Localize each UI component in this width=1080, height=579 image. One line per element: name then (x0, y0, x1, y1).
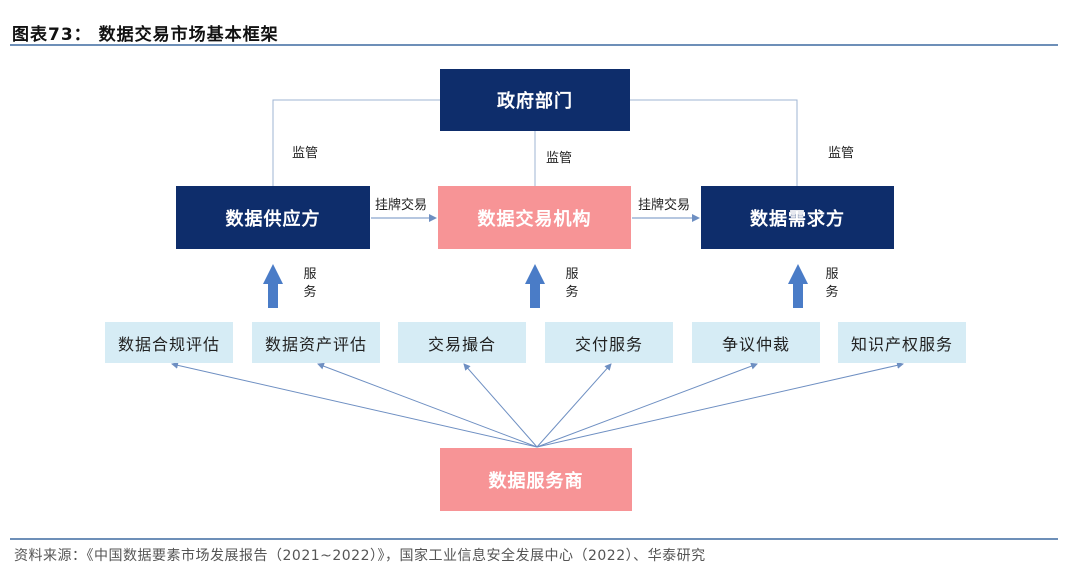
listing-label-right: 挂牌交易 (638, 198, 691, 213)
bottom-rule (10, 538, 1058, 540)
top-rule (10, 44, 1058, 46)
service-ip: 知识产权服务 (838, 322, 966, 363)
supervise-line-left (272, 99, 440, 186)
service-asset-assessment: 数据资产评估 (252, 322, 380, 363)
service-label-mid: 服务 (565, 267, 579, 300)
source-footnote: 资料来源：《中国数据要素市场发展报告（2021~2022）》，国家工业信息安全发… (14, 548, 706, 564)
service-delivery: 交付服务 (545, 322, 673, 363)
service-arbitration: 争议仲裁 (692, 322, 820, 363)
service-label-right: 服务 (825, 267, 839, 300)
supervise-line-right (630, 99, 798, 186)
service-arrow-left (263, 264, 283, 308)
demander-node: 数据需求方 (701, 186, 894, 249)
government-node: 政府部门 (440, 69, 630, 131)
service-compliance-assessment: 数据合规评估 (105, 322, 233, 363)
supervise-label-right: 监管 (828, 146, 855, 161)
fan-arrows (171, 361, 904, 448)
supplier-node: 数据供应方 (176, 186, 370, 249)
service-label-left: 服务 (303, 267, 317, 300)
service-arrow-mid (525, 264, 545, 308)
service-provider-node: 数据服务商 (440, 448, 632, 511)
supervise-label-left: 监管 (292, 146, 319, 161)
figure-title: 图表73： 数据交易市场基本框架 (12, 25, 279, 45)
listing-label-left: 挂牌交易 (375, 198, 428, 213)
service-matchmaking: 交易撮合 (398, 322, 526, 363)
exchange-node: 数据交易机构 (438, 186, 631, 249)
supervise-label-mid: 监管 (546, 151, 573, 166)
service-arrow-right (788, 264, 808, 308)
